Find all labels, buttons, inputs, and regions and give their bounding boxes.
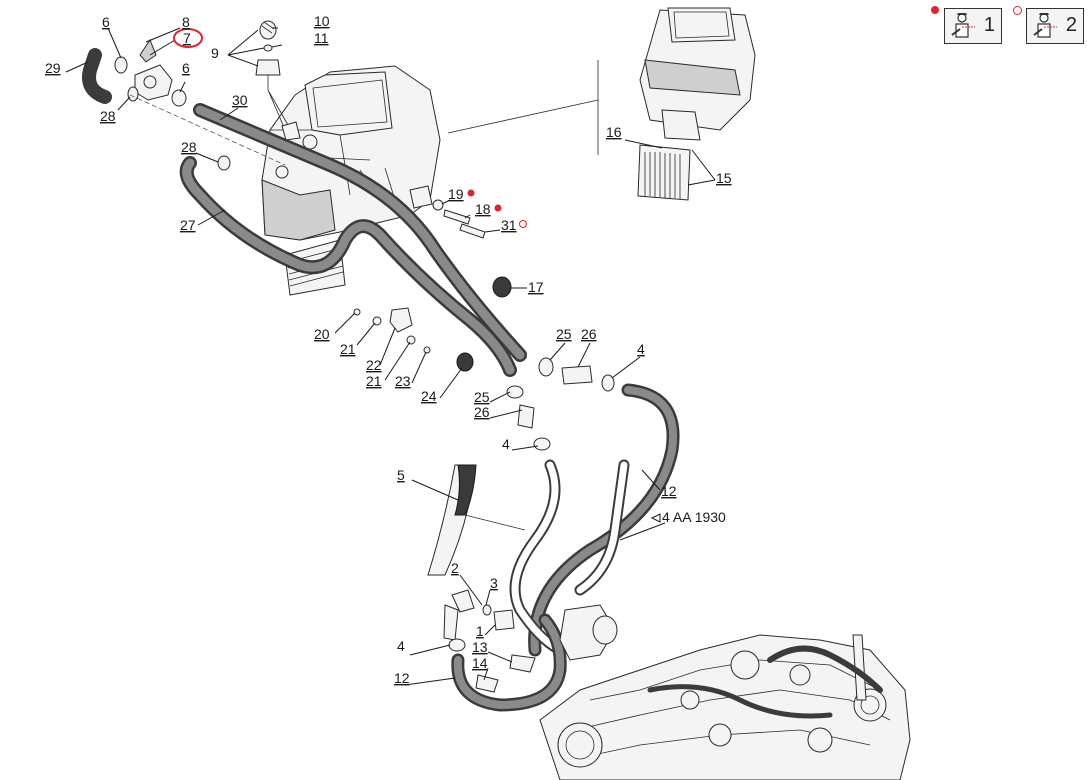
hose-4-right <box>528 383 680 657</box>
callout-6b[interactable]: 6 <box>182 60 190 76</box>
callout-30[interactable]: 30 <box>232 92 248 108</box>
callout-16[interactable]: 16 <box>606 124 622 140</box>
callout-12b[interactable]: 12 <box>394 670 410 686</box>
role-2-number: 2 <box>1065 14 1077 36</box>
callout-24[interactable]: 24 <box>421 388 437 404</box>
callout-11[interactable]: 11 <box>314 30 329 46</box>
callout-20[interactable]: 20 <box>314 326 330 342</box>
callout-17[interactable]: 17 <box>528 279 544 295</box>
reference-arrow-icon <box>650 513 661 523</box>
callout-7[interactable]: 7 <box>183 30 191 46</box>
marker-31-open-circle <box>519 220 527 228</box>
role-1-number: 1 <box>983 14 995 36</box>
callout-26[interactable]: 26 <box>581 326 597 342</box>
leader-lines <box>65 27 716 686</box>
technician-with-wrench-icon <box>1033 13 1057 38</box>
coolant-tubes <box>509 459 630 656</box>
callout-19[interactable]: 19 <box>448 186 464 202</box>
callout-23[interactable]: 23 <box>395 373 411 389</box>
reference-code: 4 AA 1930 <box>662 509 726 525</box>
callout-4c[interactable]: 4 <box>397 638 405 654</box>
callout-21[interactable]: 21 <box>340 341 356 357</box>
callout-10[interactable]: 10 <box>314 13 330 29</box>
callout-13[interactable]: 13 <box>472 639 488 655</box>
role-card-1[interactable]: 1 <box>944 8 1002 44</box>
hose-5 <box>427 464 526 576</box>
role-2-open-circle-icon <box>1013 6 1022 15</box>
hose-30 <box>193 103 527 362</box>
bottom-fittings <box>443 589 618 693</box>
callout-25b[interactable]: 25 <box>474 389 490 405</box>
callout-18[interactable]: 18 <box>475 201 491 217</box>
marker-19-filled-dot <box>467 189 475 197</box>
callout-2[interactable]: 2 <box>451 560 459 576</box>
callout-22[interactable]: 22 <box>366 357 382 373</box>
callout-15[interactable]: 15 <box>716 170 732 186</box>
water-valve-assembly <box>114 38 286 166</box>
technician-with-wrench-icon <box>951 13 975 38</box>
callout-12[interactable]: 12 <box>661 483 677 499</box>
callout-28[interactable]: 28 <box>100 108 116 124</box>
hose-29 <box>82 48 112 104</box>
callout-1[interactable]: 1 <box>476 623 484 639</box>
callout-28b[interactable]: 28 <box>181 139 197 155</box>
callout-26b[interactable]: 26 <box>474 404 490 420</box>
hose-27 <box>179 156 517 377</box>
callout-5[interactable]: 5 <box>397 467 405 483</box>
hose-12-bottom <box>451 613 567 712</box>
role-1-filled-dot-icon <box>931 6 939 14</box>
actuator-assembly <box>255 20 301 141</box>
callout-8[interactable]: 8 <box>182 14 190 30</box>
callout-labels: 6 8 7 10 11 9 29 6 28 30 28 27 16 15 19 … <box>45 13 732 686</box>
role-card-2[interactable]: 2 <box>1026 8 1084 44</box>
callout-9[interactable]: 9 <box>211 45 219 61</box>
callout-27[interactable]: 27 <box>180 217 196 233</box>
callout-25[interactable]: 25 <box>556 326 572 342</box>
marker-18-filled-dot <box>494 204 502 212</box>
highlighted-part-7-marker <box>173 28 203 48</box>
callout-21b[interactable]: 21 <box>366 373 382 389</box>
filter-detail-inset <box>447 7 756 201</box>
callout-3[interactable]: 3 <box>490 575 498 591</box>
engine-block <box>539 634 911 780</box>
callout-4[interactable]: 4 <box>637 341 645 357</box>
callout-31[interactable]: 31 <box>501 217 517 233</box>
callout-6[interactable]: 6 <box>102 14 110 30</box>
callout-29[interactable]: 29 <box>45 60 61 76</box>
callout-4b[interactable]: 4 <box>502 436 510 452</box>
callout-14[interactable]: 14 <box>472 655 488 671</box>
fasteners <box>217 155 615 451</box>
